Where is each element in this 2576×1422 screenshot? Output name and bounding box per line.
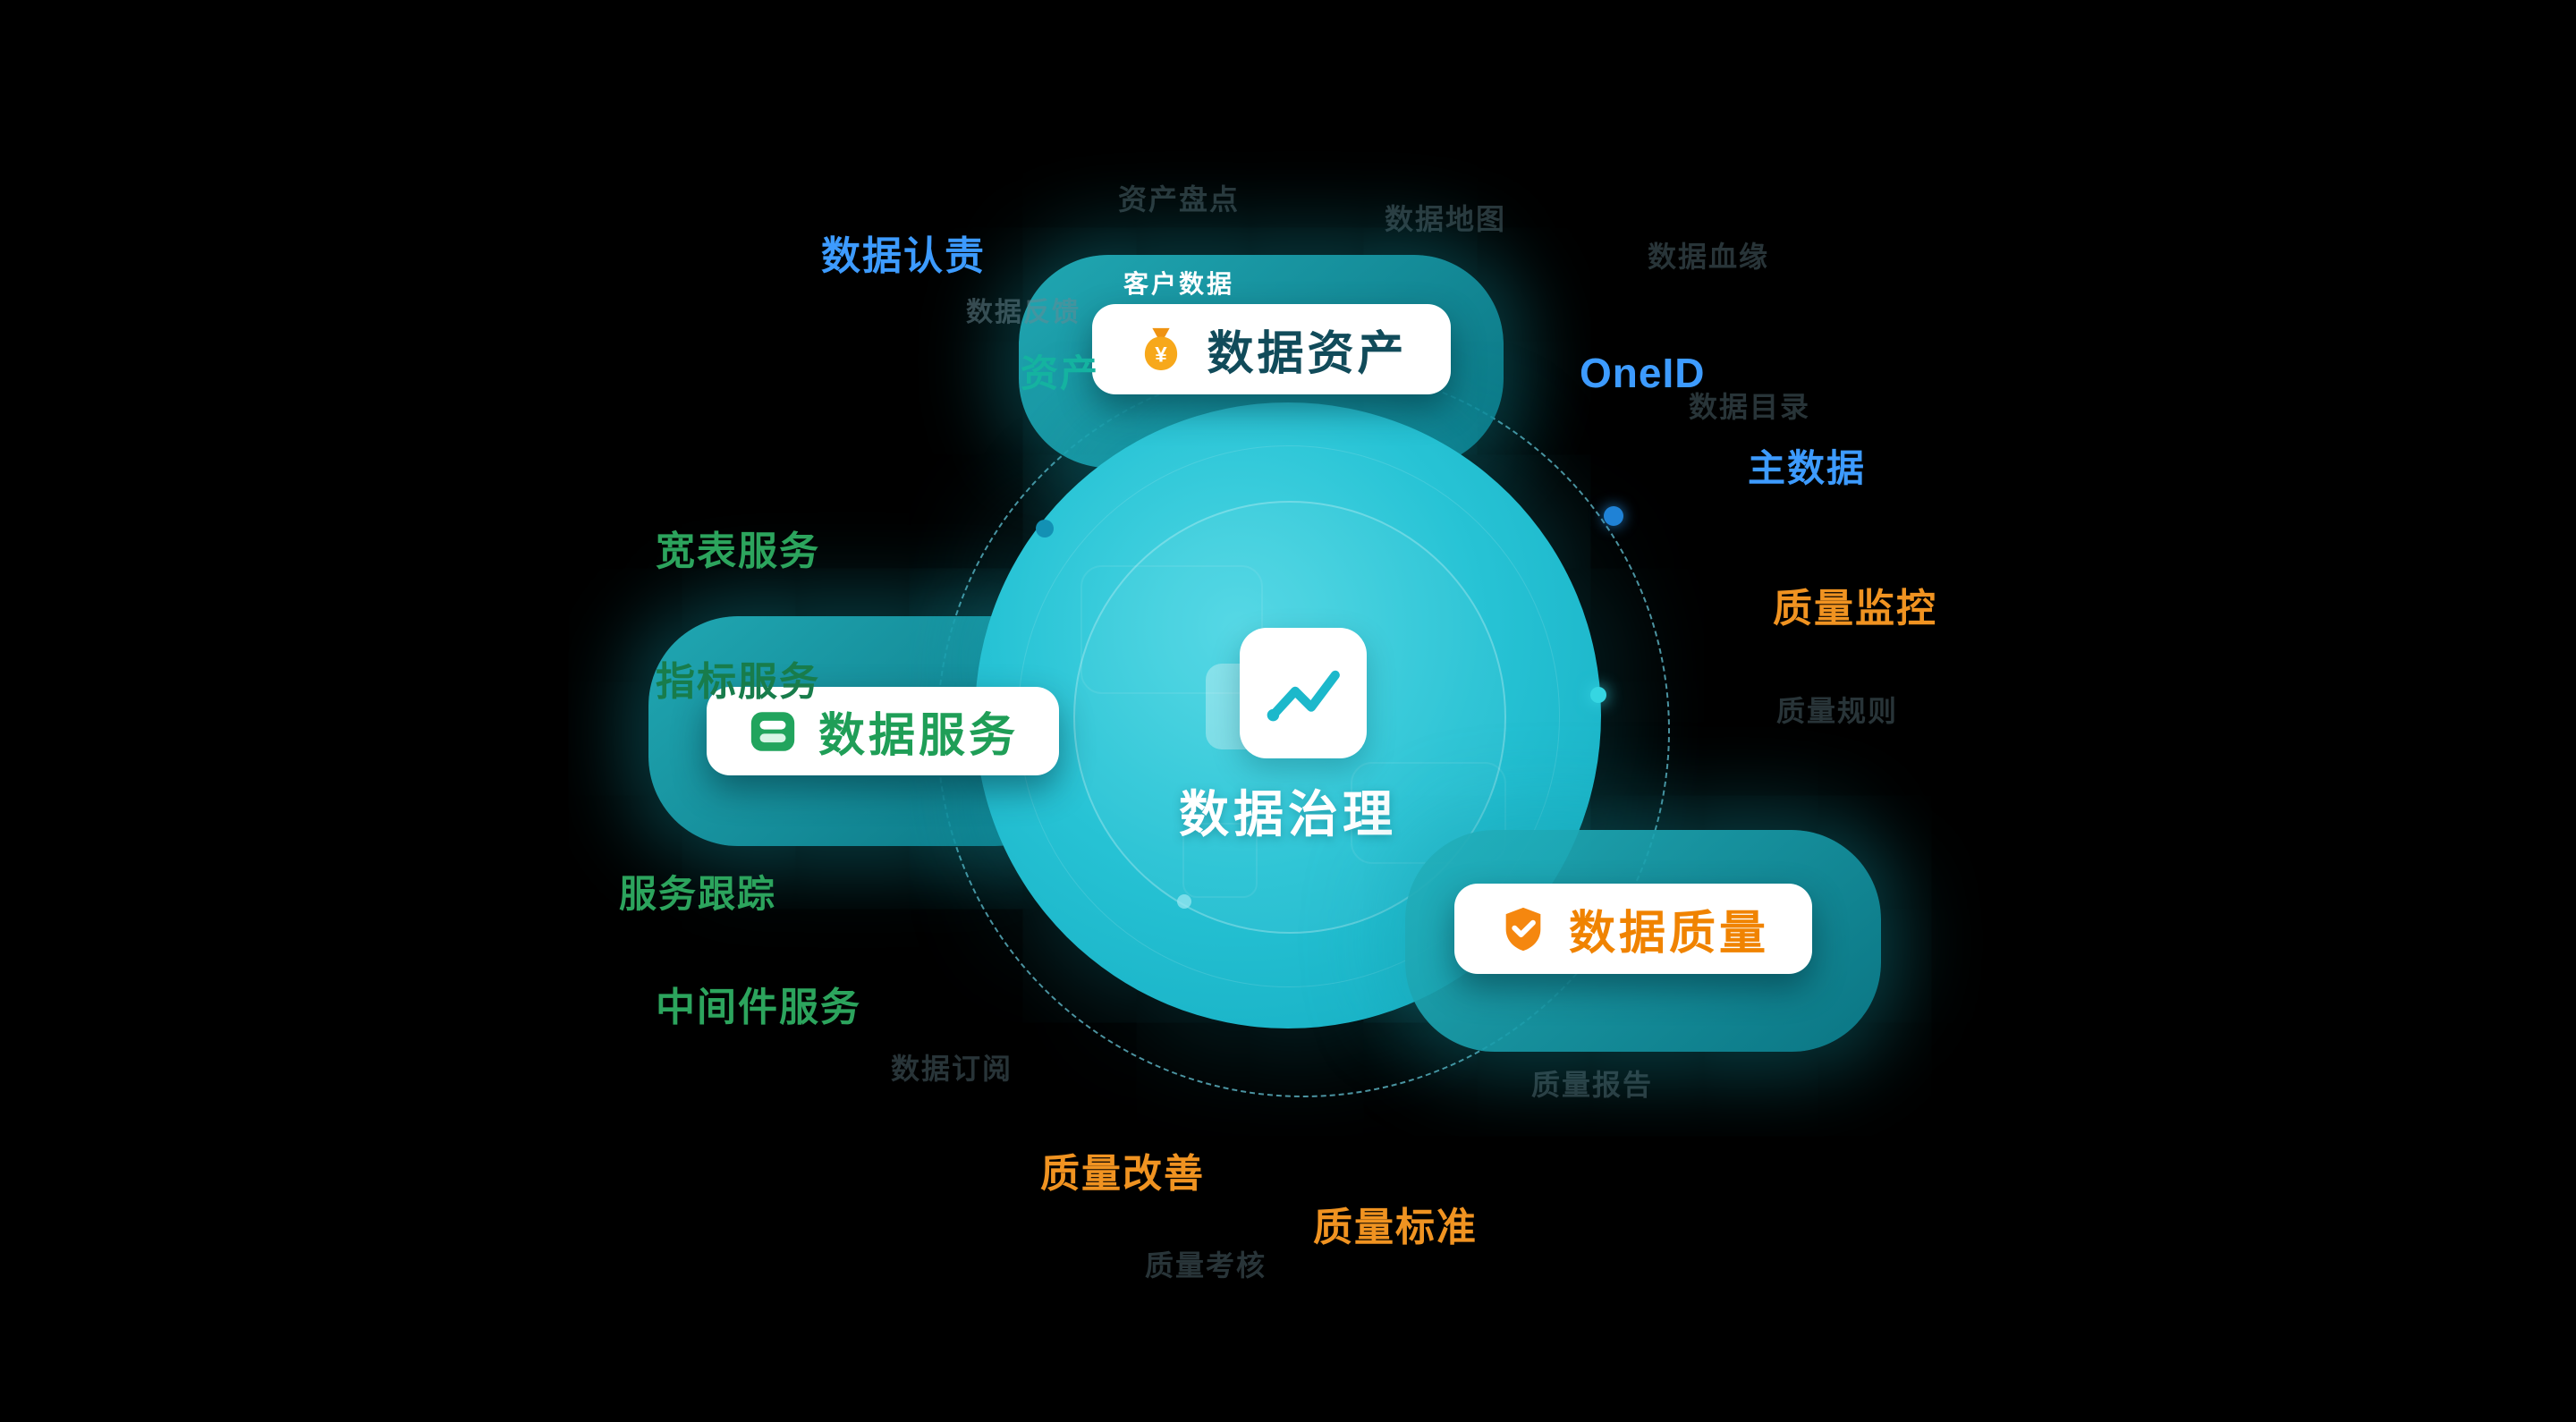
label-wide-table-service: 宽表服务 — [656, 529, 820, 573]
dim-label: 数据目录 — [1689, 391, 1811, 423]
orbit-node-dot — [1604, 506, 1623, 526]
label-master-data: 主数据 — [1748, 447, 1867, 489]
dim-label: 数据地图 — [1385, 203, 1507, 235]
money-bag-icon: ¥ — [1145, 327, 1178, 370]
page-title: 数据治理 — [1179, 786, 1397, 842]
document-trend-icon — [1240, 628, 1367, 758]
data-quality-pill[interactable]: 数据质量 — [1454, 884, 1812, 974]
label-service-tracking: 服务跟踪 — [619, 873, 777, 915]
svg-text:¥: ¥ — [1156, 343, 1168, 367]
label-customer-data: 客户数据 — [1123, 270, 1235, 298]
trend-line-icon — [1267, 670, 1340, 722]
label-oneid: OneID — [1580, 350, 1706, 396]
dim-label: 资产盘点 — [1118, 183, 1241, 216]
orbit-node-dot — [1590, 687, 1606, 703]
dim-label: 质量报告 — [1531, 1069, 1654, 1101]
dim-label: 数据订阅 — [891, 1053, 1013, 1085]
dim-label: 质量考核 — [1145, 1249, 1267, 1282]
orbit-node-dot — [1177, 894, 1191, 909]
dim-label: 质量规则 — [1776, 695, 1899, 727]
dim-label: 数据反馈 — [966, 298, 1080, 327]
label-quality-monitoring: 质量监控 — [1773, 587, 1937, 631]
pill-label: 数据服务 — [818, 710, 1019, 762]
circuit-decoration — [1182, 823, 1258, 898]
label-asset: 资产 — [1021, 352, 1100, 394]
orbit-node-dot — [1036, 520, 1054, 537]
data-asset-pill[interactable]: ¥ 数据资产 — [1092, 304, 1451, 394]
label-middleware-service: 中间件服务 — [656, 986, 861, 1029]
pill-label: 数据质量 — [1568, 908, 1769, 960]
data-service-pill[interactable]: 数据服务 — [707, 687, 1059, 775]
pill-label: 数据资产 — [1207, 328, 1408, 380]
label-metric-service: 指标服务 — [656, 660, 820, 704]
label-quality-standard: 质量标准 — [1313, 1206, 1478, 1249]
label-data-accountability: 数据认责 — [821, 234, 986, 278]
dim-label: 数据血缘 — [1648, 241, 1770, 273]
shield-check-icon — [1505, 907, 1541, 951]
label-quality-improvement: 质量改善 — [1040, 1152, 1205, 1196]
database-stack-icon — [750, 711, 795, 751]
